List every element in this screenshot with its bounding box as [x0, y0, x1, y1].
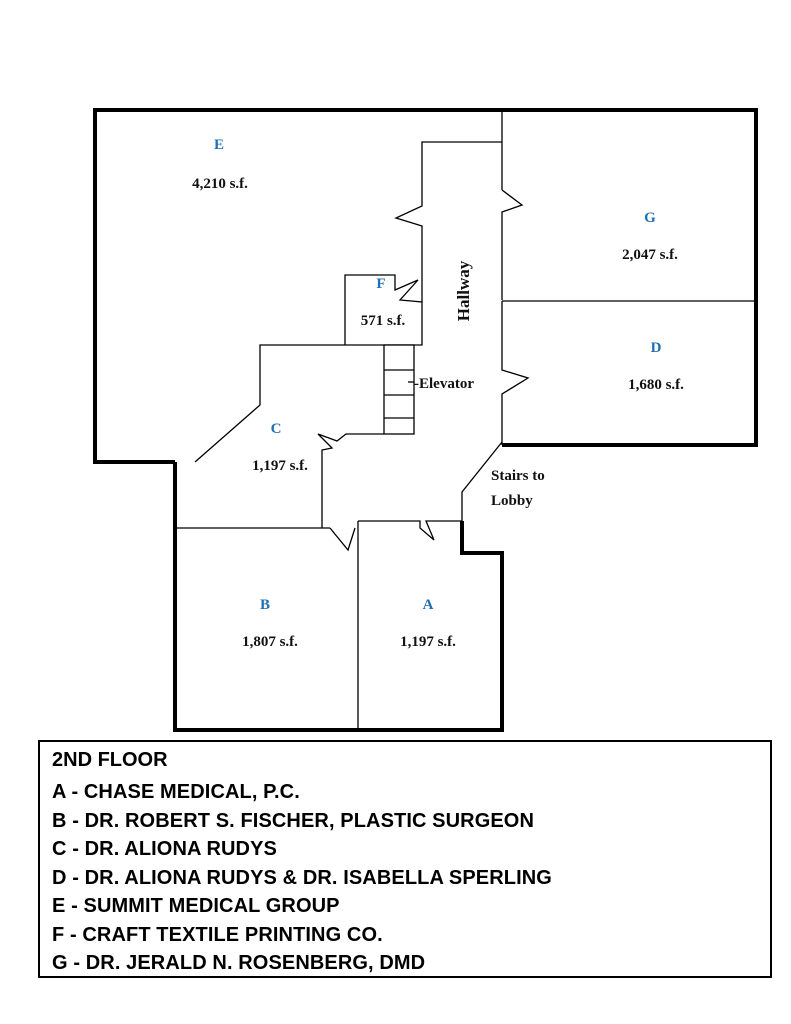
elevator-label: -Elevator — [414, 376, 474, 392]
stairs-label-line1: Stairs to — [491, 468, 545, 484]
elevator-shaft — [383, 344, 415, 435]
unit-c-area: 1,197 s.f. — [252, 458, 308, 474]
tenant-legend: 2ND FLOOR A - CHASE MEDICAL, P.C. B - DR… — [38, 740, 772, 978]
wall-f — [344, 274, 423, 346]
legend-item-f: F - CRAFT TEXTILE PRINTING CO. — [52, 923, 383, 946]
legend-title: 2ND FLOOR — [52, 749, 168, 771]
unit-d-letter: D — [651, 340, 662, 356]
legend-item-b: B - DR. ROBERT S. FISCHER, PLASTIC SURGE… — [52, 809, 535, 832]
unit-a-letter: A — [423, 597, 434, 613]
unit-b-letter: B — [260, 597, 270, 613]
outer-wall-lower — [173, 462, 504, 732]
unit-f-area: 571 s.f. — [361, 313, 406, 329]
hallway-label: Hallway — [454, 260, 473, 321]
legend-item-d: D - DR. ALIONA RUDYS & DR. ISABELLA SPER… — [52, 866, 552, 889]
hallway-right-upper — [501, 189, 524, 300]
hallway-left-wall — [394, 141, 502, 302]
stairs-label-line2: Lobby — [491, 493, 533, 509]
wall-a-top — [358, 520, 462, 541]
wall-c-door — [329, 527, 356, 552]
unit-g-letter: G — [644, 210, 656, 226]
legend-item-g: G - DR. JERALD N. ROSENBERG, DMD — [52, 952, 426, 974]
legend-item-c: C - DR. ALIONA RUDYS — [52, 838, 277, 860]
unit-a-area: 1,197 s.f. — [400, 634, 456, 650]
hallway-right-lower — [501, 301, 530, 442]
legend-item-a: A - CHASE MEDICAL, P.C. — [52, 781, 300, 803]
unit-g-area: 2,047 s.f. — [622, 247, 678, 263]
unit-e-letter: E — [214, 137, 224, 153]
wall-e-c — [194, 344, 345, 463]
stairs-wall — [461, 441, 503, 521]
unit-d-area: 1,680 s.f. — [628, 377, 684, 393]
floor-plan: E 4,210 s.f. G 2,047 s.f. F 571 s.f. D 1… — [93, 108, 758, 732]
legend-list: A - CHASE MEDICAL, P.C. B - DR. ROBERT S… — [52, 778, 758, 978]
unit-e-area: 4,210 s.f. — [192, 176, 248, 192]
outer-wall — [93, 108, 758, 464]
wall-c-top — [317, 433, 384, 528]
unit-c-letter: C — [271, 421, 282, 437]
unit-b-area: 1,807 s.f. — [242, 634, 298, 650]
legend-item-e: E - SUMMIT MEDICAL GROUP — [52, 895, 340, 917]
unit-f-letter: F — [376, 276, 385, 292]
